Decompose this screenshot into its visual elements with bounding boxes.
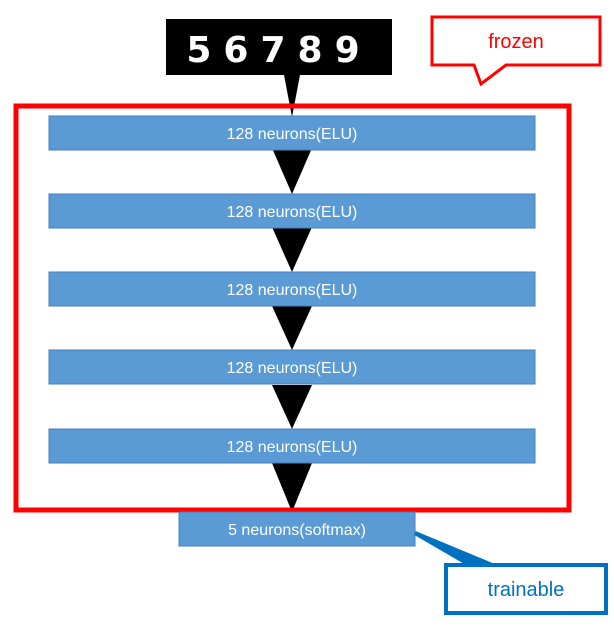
arrow-layer-1-to-2: [272, 148, 312, 194]
arrow-layer-4-to-5: [272, 385, 312, 429]
arrow-layer-3-to-4: [272, 306, 312, 350]
layer-label: 5 neurons(softmax): [228, 522, 366, 539]
layer-1: 128 neurons(ELU): [48, 115, 536, 151]
input-digits: 56789: [186, 30, 371, 71]
layer-4: 128 neurons(ELU): [48, 349, 536, 385]
trainable-callout-box: [444, 563, 608, 615]
arrows: [272, 75, 312, 512]
arrow-layer-2-to-3: [272, 227, 312, 272]
layer-label: 128 neurons(ELU): [227, 439, 358, 456]
trainable-callout-pointer: [415, 533, 492, 565]
layer-box: [48, 428, 536, 464]
arrow-layer-5-to-output: [272, 463, 312, 512]
input-image: 56789: [166, 19, 392, 75]
layer-label: 128 neurons(ELU): [227, 360, 358, 377]
arrow-input-to-layer-1: [284, 75, 300, 117]
layer-label: 128 neurons(ELU): [227, 282, 358, 299]
layer-2: 128 neurons(ELU): [48, 193, 536, 229]
layer-box: [48, 193, 536, 229]
output-layer: 5 neurons(softmax): [178, 511, 416, 547]
frozen-callout: frozen: [430, 15, 602, 87]
layer-box: [48, 115, 536, 151]
layer-5: 128 neurons(ELU): [48, 428, 536, 464]
input-image-background: [166, 19, 392, 75]
frozen-region-border: [13, 103, 572, 513]
frozen-callout-shape: [430, 15, 602, 87]
trainable-label: trainable: [488, 579, 565, 601]
layer-box: [178, 511, 416, 547]
layer-3: 128 neurons(ELU): [48, 271, 536, 307]
frozen-label: frozen: [488, 31, 544, 53]
trainable-callout: trainable: [413, 531, 608, 615]
layer-label: 128 neurons(ELU): [227, 204, 358, 221]
layer-box: [48, 271, 536, 307]
layer-box: [48, 349, 536, 385]
layer-label: 128 neurons(ELU): [227, 126, 358, 143]
